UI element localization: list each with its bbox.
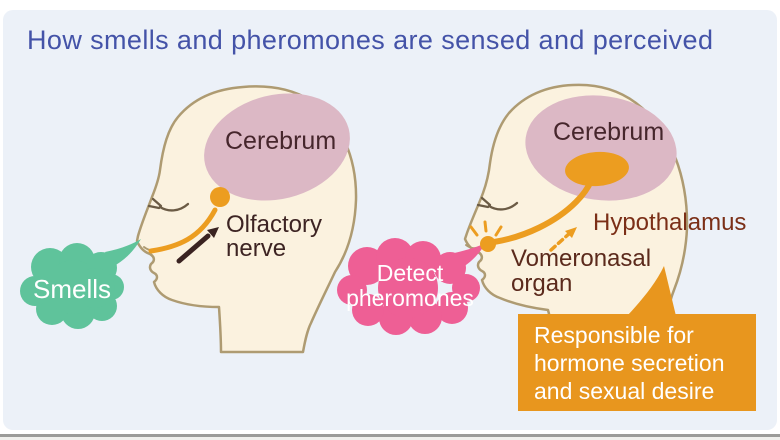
left-cerebrum-label: Cerebrum [225, 127, 337, 155]
right-cerebrum-shape [525, 95, 677, 201]
vomeronasal-organ-label: Vomeronasal organ [511, 246, 651, 296]
dashed-arrow-line [549, 230, 573, 252]
detect-pheromones-bubble [337, 238, 486, 335]
callout-line1: Responsible for [534, 322, 694, 348]
hypothalamus-label: Hypothalamus [593, 209, 747, 236]
detect-pheromones-line2: pheromones [346, 285, 474, 311]
detect-pheromones-line1: Detect [376, 260, 444, 286]
callout-box [518, 314, 756, 411]
left-cerebrum-shape [204, 93, 350, 201]
right-eye-icon [487, 201, 519, 211]
detect-pheromones-label: Detect pheromones [343, 261, 477, 311]
left-arrow-line [176, 233, 211, 264]
hypothalamus-shape [565, 151, 629, 187]
right-eyelash-icon [476, 196, 492, 209]
dashed-arrow-head [565, 227, 577, 238]
bottom-divider [0, 434, 780, 437]
bottom-strip [0, 437, 780, 440]
left-olfactory-bulb-dot [210, 187, 230, 207]
vomeronasal-organ-line2: organ [511, 270, 573, 297]
smells-label: Smells [32, 274, 111, 304]
olfactory-nerve-label-line1: Olfactory [226, 211, 323, 238]
vomeronasal-nerve-line [491, 178, 594, 245]
vomeronasal-organ-dot [480, 236, 496, 252]
left-olfactory-nerve-line [148, 207, 218, 254]
olfactory-nerve-label-line2: nerve [226, 235, 287, 262]
page-title: How smells and pheromones are sensed and… [27, 25, 714, 55]
smells-bubble [20, 239, 141, 329]
callout-line3: and sexual desire [534, 378, 715, 404]
right-cerebrum-label: Cerebrum [553, 118, 665, 146]
vomeronasal-organ-line1: Vomeronasal [511, 245, 652, 272]
left-eye-icon [158, 202, 190, 212]
callout-line2: hormone secretion [534, 350, 725, 376]
callout-label: Responsible for hormone secretion and se… [534, 321, 725, 405]
sparkle-icon [469, 220, 503, 237]
left-arrow-head [207, 227, 219, 238]
olfactory-nerve-label: Olfactory nerve [226, 213, 322, 261]
callout-tail [627, 266, 676, 316]
left-eyelash-icon [147, 197, 163, 210]
